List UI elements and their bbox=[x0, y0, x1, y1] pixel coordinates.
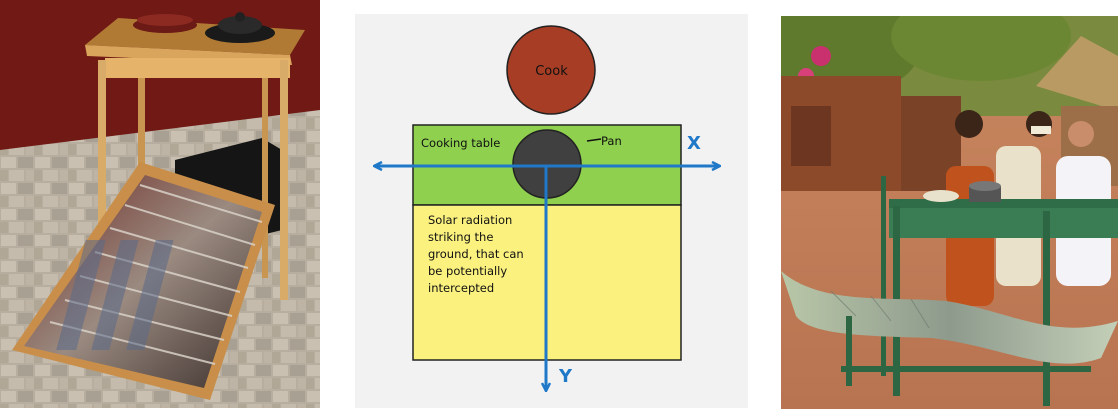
solar-text-line: ground, that can bbox=[428, 247, 524, 261]
cook-label: Cook bbox=[535, 64, 568, 79]
y-axis-label: Y bbox=[559, 366, 573, 387]
solar-text-line: striking the bbox=[428, 230, 494, 244]
left-photo bbox=[0, 0, 320, 408]
solar-text-line: Solar radiation bbox=[428, 213, 513, 227]
right-photo bbox=[761, 0, 1118, 409]
pan-leader-line bbox=[586, 138, 602, 142]
solar-cooker-diagram: Cook Cooking table Pan Solar radiation s… bbox=[355, 14, 748, 408]
cook-circle bbox=[506, 25, 596, 115]
outdoor-solar-cooker-group-photo bbox=[761, 0, 1118, 409]
diagram-graphics bbox=[355, 25, 748, 408]
cooking-table-label: Cooking table bbox=[421, 136, 501, 150]
x-axis-label: X bbox=[687, 133, 701, 154]
solar-radiation-text: Solar radiation striking the ground, tha… bbox=[428, 212, 578, 297]
solar-cooker-table-photo bbox=[0, 0, 320, 408]
pan-label: Pan bbox=[601, 134, 622, 148]
solar-text-line: be potentially bbox=[428, 264, 508, 278]
solar-text-line: intercepted bbox=[428, 281, 495, 295]
